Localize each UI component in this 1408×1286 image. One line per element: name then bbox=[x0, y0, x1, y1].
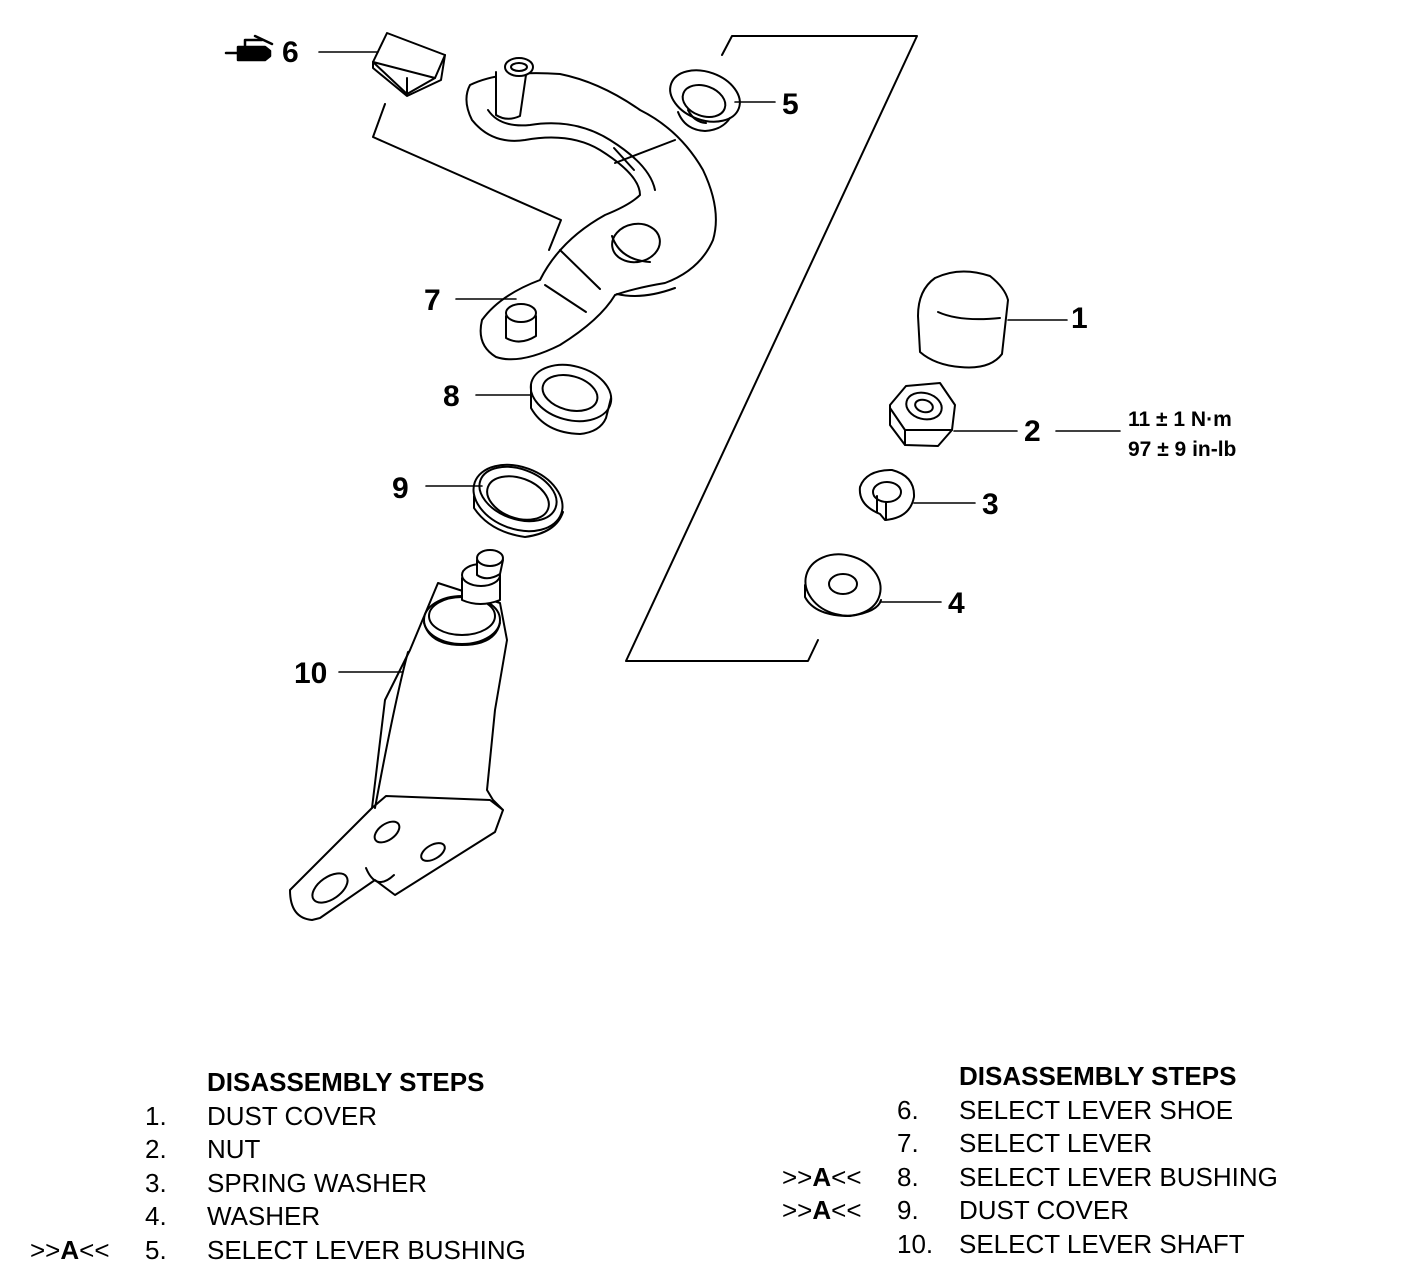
part-4-washer bbox=[804, 553, 882, 617]
step-row: >>A<< 5. SELECT LEVER BUSHING bbox=[30, 1234, 590, 1268]
reference-mark: >>A<< bbox=[782, 1161, 862, 1192]
callout-leaders bbox=[318, 51, 1121, 673]
disassembly-steps-left: DISASSEMBLY STEPS 1. DUST COVER 2. NUT 3… bbox=[30, 1066, 590, 1267]
disassembly-steps-right: DISASSEMBLY STEPS 6. SELECT LEVER SHOE 7… bbox=[782, 1060, 1342, 1261]
part-6-select-lever-shoe bbox=[372, 32, 446, 97]
step-name: DUST COVER bbox=[207, 1100, 377, 1131]
step-name: WASHER bbox=[207, 1201, 321, 1231]
step-row: 6. SELECT LEVER SHOE bbox=[782, 1094, 1342, 1128]
exploded-parts-diagram: 1 2 3 4 5 6 7 8 9 10 11 ± 1 N·m 97 ± 9 i… bbox=[224, 32, 1236, 921]
steps-heading: DISASSEMBLY STEPS bbox=[959, 1061, 1237, 1091]
step-number: 5. bbox=[145, 1234, 167, 1265]
reference-mark: >>A<< bbox=[782, 1195, 862, 1225]
part-10-select-lever-shaft bbox=[289, 549, 508, 921]
step-row: 4. WASHER bbox=[30, 1200, 590, 1234]
step-name: SELECT LEVER SHOE bbox=[959, 1094, 1234, 1125]
step-row: 1. DUST COVER bbox=[30, 1100, 590, 1134]
assembly-group-bracket bbox=[625, 35, 918, 662]
shoe-leader-line bbox=[372, 103, 562, 251]
step-number: 10. bbox=[897, 1228, 934, 1259]
callout-10: 10 bbox=[294, 657, 327, 690]
callout-3: 3 bbox=[982, 488, 999, 521]
step-name: SELECT LEVER bbox=[959, 1128, 1153, 1158]
step-number: 7. bbox=[897, 1128, 919, 1158]
step-name: DUST COVER bbox=[959, 1195, 1129, 1225]
step-row: >>A<< 9. DUST COVER bbox=[782, 1194, 1342, 1228]
step-number: 9. bbox=[897, 1195, 919, 1225]
step-number: 6. bbox=[897, 1094, 919, 1125]
reference-mark: >>A<< bbox=[30, 1234, 110, 1265]
callout-9: 9 bbox=[392, 472, 409, 505]
part-7-select-lever bbox=[465, 57, 717, 361]
part-3-spring-washer bbox=[858, 469, 916, 521]
part-1-dust-cover bbox=[917, 270, 1009, 369]
step-name: SELECT LEVER BUSHING bbox=[959, 1161, 1278, 1192]
callout-7: 7 bbox=[424, 284, 441, 317]
step-number: 1. bbox=[145, 1100, 167, 1131]
part-2-nut bbox=[889, 382, 956, 447]
step-number: 8. bbox=[897, 1161, 919, 1192]
callout-8: 8 bbox=[443, 380, 460, 413]
part-8-select-lever-bushing bbox=[529, 363, 613, 435]
step-name: SPRING WASHER bbox=[207, 1167, 428, 1198]
step-name: NUT bbox=[207, 1134, 261, 1164]
callout-2: 2 bbox=[1024, 415, 1041, 448]
step-row: >>A<< 8. SELECT LEVER BUSHING bbox=[782, 1161, 1342, 1195]
step-row: 10. SELECT LEVER SHAFT bbox=[782, 1228, 1342, 1262]
torque-spec-metric: 11 ± 1 N·m bbox=[1128, 408, 1232, 431]
callout-6: 6 bbox=[282, 36, 299, 69]
step-row: 3. SPRING WASHER bbox=[30, 1167, 590, 1201]
step-name: SELECT LEVER BUSHING bbox=[207, 1234, 526, 1265]
part-9-dust-cover bbox=[472, 463, 564, 538]
part-5-select-lever-bushing bbox=[669, 69, 741, 132]
step-number: 3. bbox=[145, 1167, 167, 1198]
steps-heading: DISASSEMBLY STEPS bbox=[207, 1067, 485, 1097]
callout-5: 5 bbox=[782, 88, 799, 121]
grease-gun-icon bbox=[224, 34, 274, 62]
step-row: 7. SELECT LEVER bbox=[782, 1127, 1342, 1161]
step-name: SELECT LEVER SHAFT bbox=[959, 1228, 1245, 1259]
callout-1: 1 bbox=[1071, 302, 1088, 335]
torque-spec-imperial: 97 ± 9 in-lb bbox=[1128, 438, 1236, 461]
step-row: 2. NUT bbox=[30, 1133, 590, 1167]
callout-4: 4 bbox=[948, 587, 965, 620]
step-number: 4. bbox=[145, 1201, 167, 1231]
step-number: 2. bbox=[145, 1134, 167, 1164]
